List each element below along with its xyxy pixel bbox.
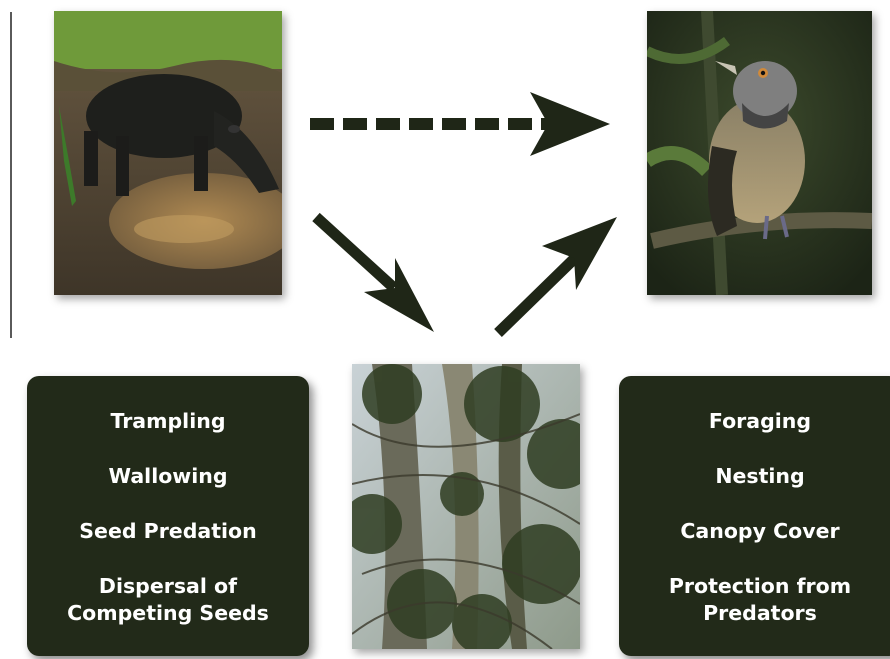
dashed-arrow-direct	[310, 92, 610, 156]
arrow-to-bird	[498, 217, 617, 333]
arrow-to-vegetation	[316, 217, 434, 332]
